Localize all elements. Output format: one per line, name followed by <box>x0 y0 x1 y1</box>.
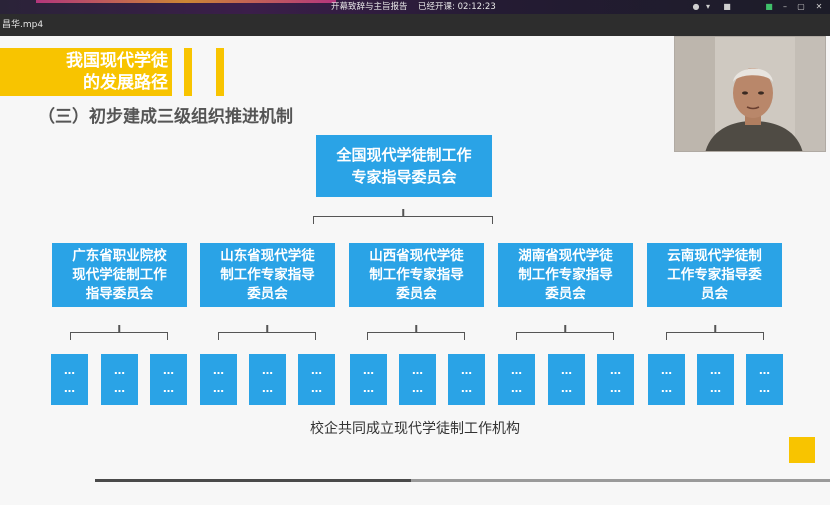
node-text-line: 制工作专家指导 <box>518 266 613 285</box>
leaf-node: …… <box>249 354 286 405</box>
decorative-square <box>789 437 815 463</box>
leaf-node: …… <box>697 354 734 405</box>
leaf-node: …… <box>648 354 685 405</box>
node-text-line: 广东省职业院校 <box>72 247 167 266</box>
node-text-line: 委员会 <box>220 285 315 304</box>
leaf-node: …… <box>548 354 585 405</box>
node-text-line: 制工作专家指导 <box>369 266 464 285</box>
file-name: 昌华.mp4 <box>2 20 43 30</box>
meeting-title: 开幕致辞与主旨报告 <box>331 0 408 14</box>
title-line-1: 我国现代学徒 <box>66 51 168 71</box>
group-bracket <box>70 332 168 340</box>
minimize-icon[interactable]: – <box>780 2 790 12</box>
node-text-line: 工作专家指导委 <box>667 266 762 285</box>
node-text-line: 现代学徒制工作 <box>72 266 167 285</box>
node-text-line: 制工作专家指导 <box>220 266 315 285</box>
node-text-line: 委员会 <box>369 285 464 304</box>
leaf-node: …… <box>746 354 783 405</box>
mic-icon[interactable]: ● <box>691 2 701 12</box>
node-text-line: 专家指导委员会 <box>336 166 471 188</box>
node-text-line: 山西省现代学徒 <box>369 247 464 266</box>
province-node-shanxi: 山西省现代学徒 制工作专家指导 委员会 <box>349 243 484 307</box>
group-bracket <box>367 332 465 340</box>
record-icon[interactable]: ■ <box>764 2 774 12</box>
camera-icon[interactable]: ■ <box>722 2 732 12</box>
node-text-line: 全国现代学徒制工作 <box>336 144 471 166</box>
slide-caption: 校企共同成立现代学徒制工作机构 <box>0 418 830 438</box>
leaf-node: …… <box>498 354 535 405</box>
leaf-node: …… <box>399 354 436 405</box>
speaker-portrait <box>675 37 826 152</box>
restore-icon[interactable]: ▢ <box>796 2 806 12</box>
group-bracket <box>666 332 764 340</box>
elapsed-time: 已经开课: 02:12:23 <box>418 0 496 14</box>
national-committee-node: 全国现代学徒制工作 专家指导委员会 <box>316 135 492 197</box>
node-text-line: 山东省现代学徒 <box>220 247 315 266</box>
node-text-line: 员会 <box>667 285 762 304</box>
chevron-down-icon[interactable]: ▾ <box>703 2 713 12</box>
close-icon[interactable]: ✕ <box>814 2 824 12</box>
speaker-video-tile[interactable] <box>674 36 826 152</box>
province-node-guangdong: 广东省职业院校 现代学徒制工作 指导委员会 <box>52 243 187 307</box>
leaf-node: …… <box>51 354 88 405</box>
title-accent-bar <box>184 48 192 96</box>
leaf-node: …… <box>298 354 335 405</box>
meeting-top-bar: 开幕致辞与主旨报告 已经开课: 02:12:23 ● ▾ ■ ■ – ▢ ✕ <box>0 0 830 14</box>
group-bracket <box>516 332 614 340</box>
leaf-node: …… <box>448 354 485 405</box>
group-bracket <box>218 332 316 340</box>
video-progress-fill <box>95 479 411 482</box>
node-text-line: 湖南省现代学徒 <box>518 247 613 266</box>
file-title-bar: 昌华.mp4 <box>0 14 830 36</box>
accent-strip <box>36 0 336 3</box>
province-node-hunan: 湖南省现代学徒 制工作专家指导 委员会 <box>498 243 633 307</box>
top-bracket <box>313 216 493 224</box>
video-progress-bar[interactable] <box>95 479 830 482</box>
node-text-line: 委员会 <box>518 285 613 304</box>
leaf-node: …… <box>101 354 138 405</box>
node-text-line: 云南现代学徒制 <box>667 247 762 266</box>
leaf-node: …… <box>350 354 387 405</box>
leaf-node: …… <box>150 354 187 405</box>
province-node-shandong: 山东省现代学徒 制工作专家指导 委员会 <box>200 243 335 307</box>
leaf-node: …… <box>597 354 634 405</box>
title-line-2: 的发展路径 <box>83 73 168 93</box>
title-accent-bar <box>216 48 224 96</box>
node-text-line: 指导委员会 <box>72 285 167 304</box>
province-node-yunnan: 云南现代学徒制 工作专家指导委 员会 <box>647 243 782 307</box>
leaf-node: …… <box>200 354 237 405</box>
slide-subtitle: （三）初步建成三级组织推进机制 <box>38 102 293 127</box>
title-banner: 我国现代学徒 的发展路径 <box>0 48 172 96</box>
